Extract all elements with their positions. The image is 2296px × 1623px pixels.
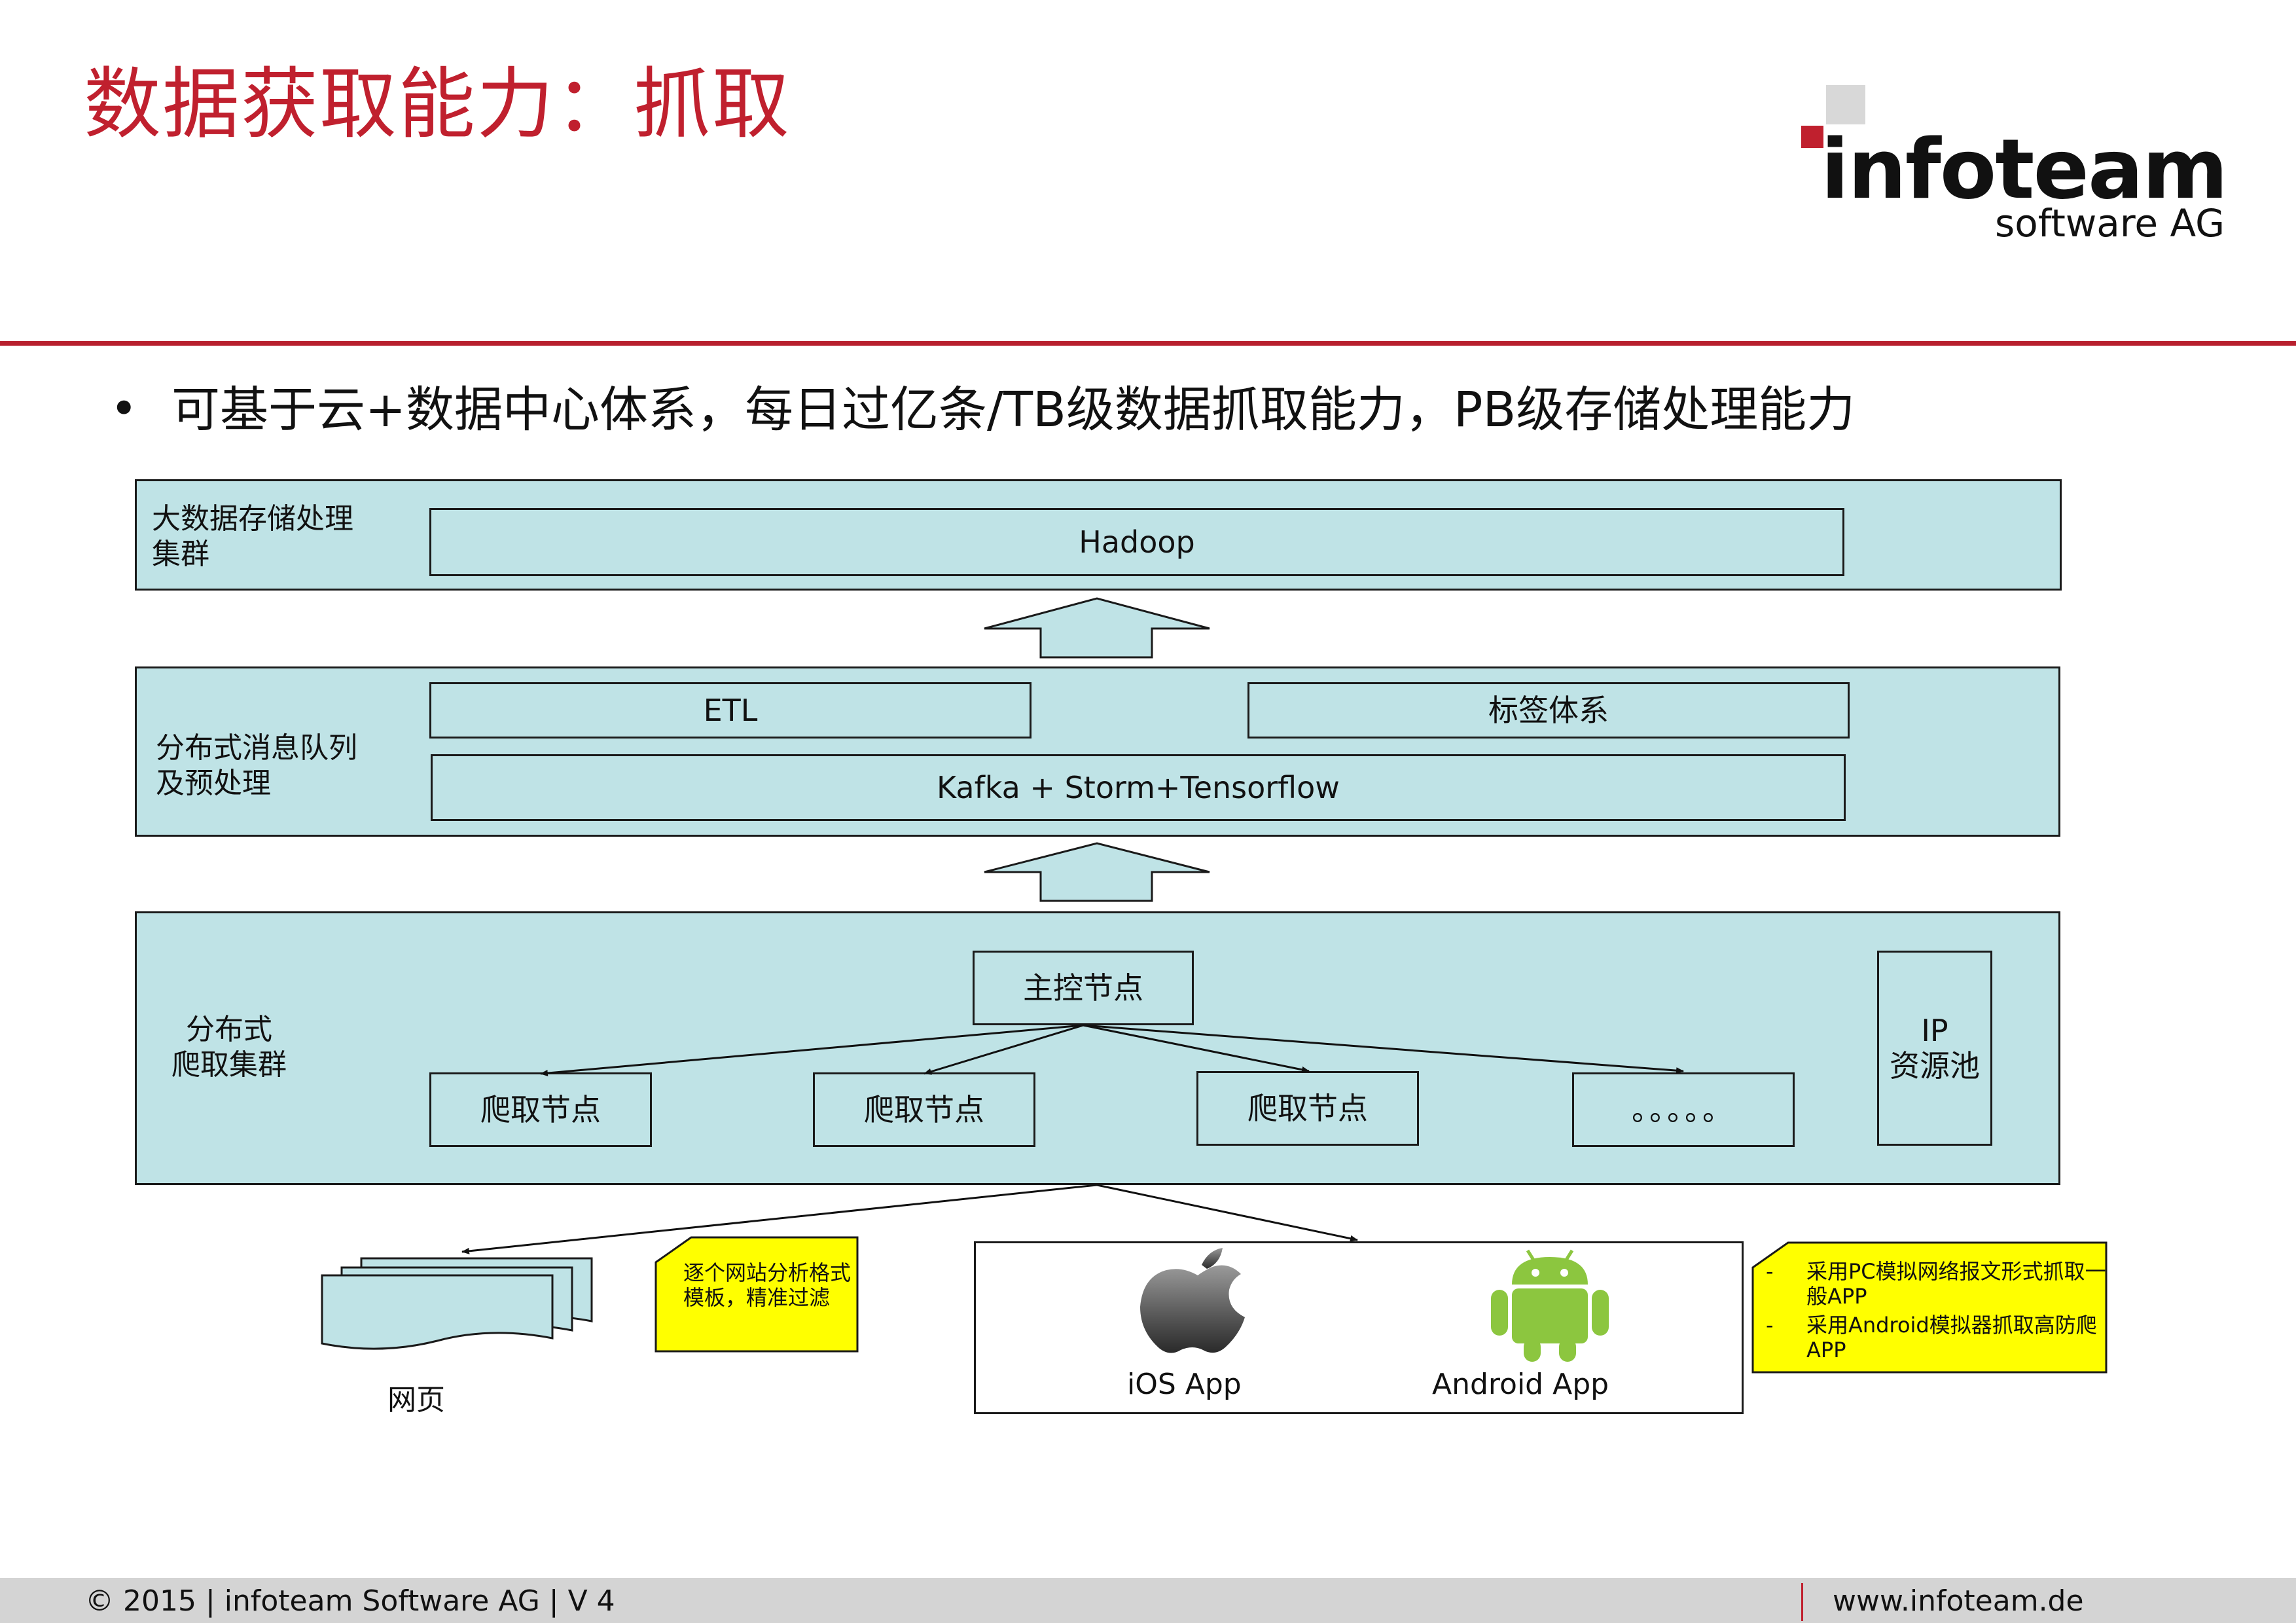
ip-pool-box: IP 资源池 (1877, 951, 1992, 1146)
web-pages-icon (321, 1257, 593, 1350)
footer-separator (1801, 1583, 1803, 1621)
web-note-line1: 逐个网站分析格式 (683, 1260, 852, 1285)
master-node-box: 主控节点 (973, 951, 1194, 1025)
app-note-callout: - 采用PC模拟网络报文形式抓取一 般APP - 采用Android模拟器抓取高… (1751, 1241, 2108, 1374)
tag-system-box: 标签体系 (1247, 682, 1850, 739)
kafka-storm-box: Kafka + Storm+Tensorflow (431, 754, 1846, 821)
app-note-2-line1: 采用Android模拟器抓取高防爬 (1806, 1313, 2097, 1338)
web-note-text: 逐个网站分析格式 模板，精准过滤 (683, 1260, 852, 1311)
header-divider (0, 341, 2296, 346)
footer-bar (0, 1578, 2296, 1623)
app-note-item-1: - 采用PC模拟网络报文形式抓取一 般APP (1761, 1259, 2106, 1309)
crawl-label-line1: 分布式 (186, 1013, 272, 1046)
ios-app-label: iOS App (1127, 1368, 1242, 1401)
logo-wordmark: infoteam (1821, 121, 2228, 217)
apps-box (974, 1241, 1744, 1414)
storage-label-line1: 大数据存储处理 (152, 502, 353, 536)
android-icon (1491, 1249, 1609, 1362)
app-note-2-marker: - (1766, 1313, 1774, 1338)
up-block-arrow-1 (984, 597, 1210, 659)
crawl-node-2: 爬取节点 (813, 1072, 1035, 1147)
web-pages-label: 网页 (387, 1383, 445, 1417)
app-note-1-line1: 采用PC模拟网络报文形式抓取一 (1806, 1259, 2106, 1284)
etl-box: ETL (429, 682, 1031, 739)
queue-layer-label: 分布式消息队列 及预处理 (156, 731, 357, 801)
apple-icon (1140, 1248, 1245, 1353)
arrow-master-node1 (540, 1024, 1084, 1077)
app-note-1-marker: - (1766, 1259, 1774, 1284)
crawl-node-more: 。。。。。 (1572, 1072, 1795, 1147)
arrow-master-node4 (1083, 1024, 1684, 1074)
web-note-shape (655, 1236, 859, 1353)
storage-label-line2: 集群 (152, 537, 209, 571)
android-app-label: Android App (1432, 1368, 1609, 1401)
crawl-node-3: 爬取节点 (1196, 1071, 1419, 1146)
crawl-label-line2: 爬取集群 (171, 1048, 287, 1082)
app-note-item-2: - 采用Android模拟器抓取高防爬 APP (1761, 1313, 2097, 1363)
footer-website-link[interactable]: www.infoteam.de (1833, 1584, 2084, 1618)
arrow-crawl-apps (1096, 1184, 1358, 1242)
app-note-shape (1751, 1241, 2108, 1374)
arrow-master-node2 (924, 1024, 1084, 1075)
arrow-master-node3 (1083, 1024, 1310, 1073)
app-note-1-line2: 般APP (1806, 1283, 1867, 1309)
up-block-arrow-2 (984, 842, 1210, 902)
web-note-line2: 模板，精准过滤 (683, 1285, 831, 1310)
footer-copyright: © 2015 | infoteam Software AG | V 4 (85, 1584, 615, 1618)
app-note-2-line2: APP (1806, 1337, 1846, 1362)
logo-grey-square (1826, 85, 1865, 124)
queue-label-line1: 分布式消息队列 (156, 731, 357, 765)
bullet-marker: • (110, 381, 138, 436)
queue-label-line2: 及预处理 (156, 766, 271, 800)
ip-pool-line2: 资源池 (1890, 1048, 1980, 1084)
web-note-callout: 逐个网站分析格式 模板，精准过滤 (655, 1236, 859, 1353)
logo-subtitle: software AG (1995, 201, 2225, 246)
arrow-crawl-web (461, 1184, 1098, 1254)
slide-title: 数据获取能力：抓取 (84, 59, 791, 149)
ip-pool-line1: IP (1921, 1012, 1948, 1048)
storage-layer-label: 大数据存储处理 集群 (152, 501, 353, 572)
logo-red-square (1801, 126, 1823, 148)
crawl-layer-label: 分布式 爬取集群 (171, 1012, 287, 1082)
bullet-text: 可基于云+数据中心体系，每日过亿条/TB级数据抓取能力，PB级存储处理能力 (171, 382, 1856, 438)
hadoop-box: Hadoop (429, 508, 1844, 576)
